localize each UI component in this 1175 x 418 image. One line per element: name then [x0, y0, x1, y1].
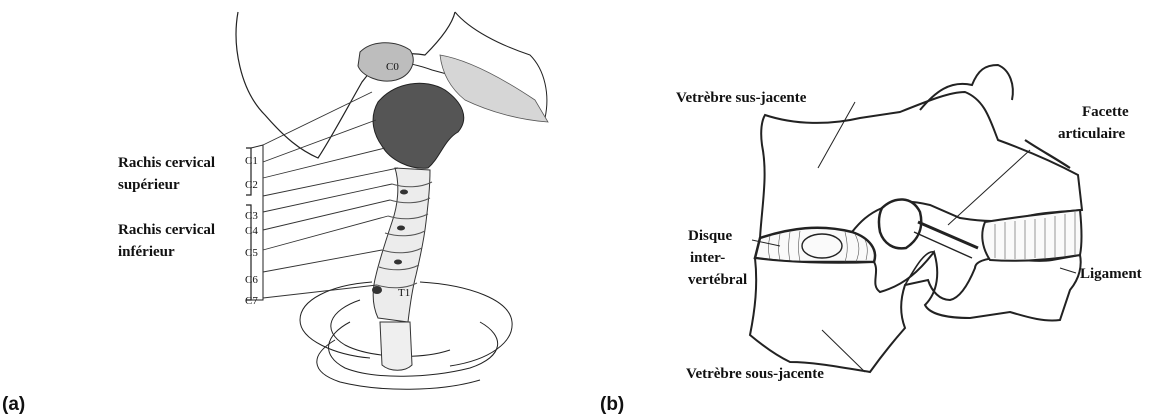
facet-gap — [918, 222, 978, 248]
panel-b-tag: (b) — [600, 394, 624, 415]
upper-region-label-line2: supérieur — [118, 177, 180, 193]
shoulder-curve-left — [300, 282, 372, 358]
lower-region-label-line2: inférieur — [118, 244, 175, 260]
label-c2: C2 — [245, 179, 258, 191]
disc-label-line2: inter- — [690, 250, 725, 266]
facet-label-line2: articulaire — [1058, 126, 1126, 142]
label-c3: C3 — [245, 210, 258, 222]
sternum-column — [380, 322, 412, 370]
disc-label-line3: vertébral — [688, 272, 747, 288]
shoulder-curve-right — [420, 282, 512, 366]
disc-label-line1: Disque — [688, 228, 733, 244]
label-c5: C5 — [245, 247, 258, 259]
label-c1: C1 — [245, 155, 258, 167]
label-c6: C6 — [245, 274, 258, 286]
label-c0: C0 — [386, 61, 399, 73]
lower-region-label-line1: Rachis cervical — [118, 222, 215, 238]
facet-joint-upper — [879, 199, 921, 248]
panel-b: Vetrèbre sus-jacente Facette articulaire… — [600, 65, 1142, 415]
ligament-label: Ligament — [1080, 266, 1142, 282]
upper-region-label-line1: Rachis cervical — [118, 155, 215, 171]
lower-vertebra-label: Vetrèbre sous-jacente — [686, 366, 824, 382]
facet-gap-inner — [914, 232, 972, 258]
label-c4: C4 — [245, 225, 258, 237]
facet-label-line1: Facette — [1082, 104, 1129, 120]
c1-c2-dark-region — [373, 83, 464, 168]
lower-vertebra-outline — [750, 252, 1081, 372]
upper-vertebra-label: Vetrèbre sus-jacente — [676, 90, 807, 106]
panel-a: C0 C1 C2 C3 C4 C5 C6 C7 T1 Rachis cervic… — [2, 12, 548, 415]
label-t1: T1 — [398, 287, 410, 299]
label-c7: C7 — [245, 295, 258, 307]
panel-a-tag: (a) — [2, 394, 25, 415]
